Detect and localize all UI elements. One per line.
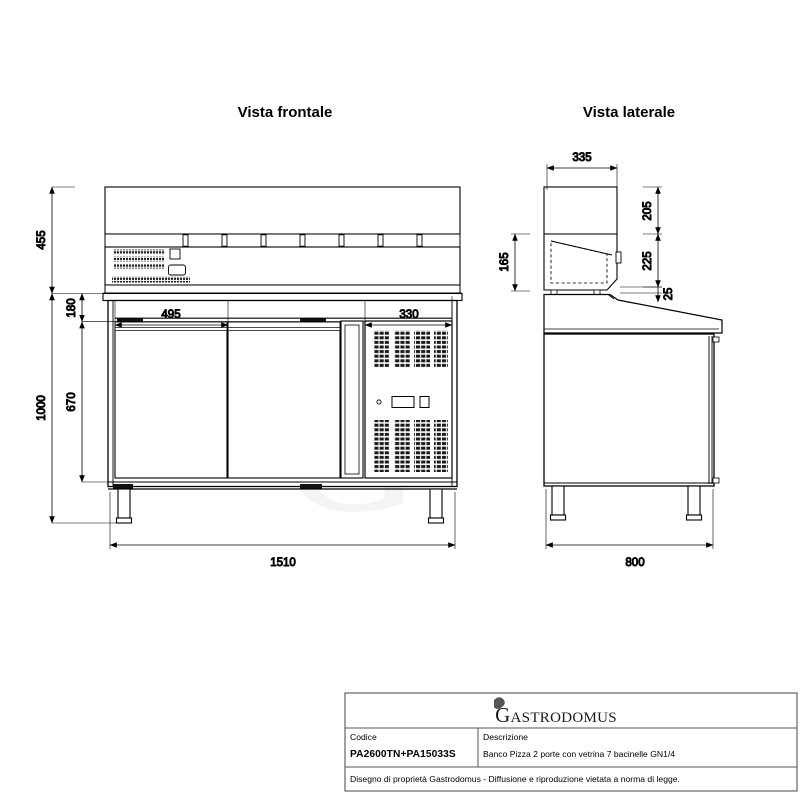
compressor-button-icon bbox=[419, 396, 430, 408]
brand-logo: GASTRODOMUS bbox=[494, 697, 617, 727]
compressor-display-icon bbox=[391, 396, 415, 408]
display-vent-grille bbox=[113, 249, 165, 269]
hinge-top-icon bbox=[712, 336, 720, 343]
brand-rest: ASTRODOMUS bbox=[511, 710, 617, 726]
compressor-vent-upper bbox=[374, 330, 448, 368]
compressor-vent-lower bbox=[374, 420, 448, 472]
dim-335: 335 bbox=[572, 152, 591, 164]
display-latch-icon bbox=[615, 251, 622, 264]
compressor-indicator-icon bbox=[376, 399, 382, 405]
dim-25: 25 bbox=[663, 288, 675, 301]
brand-initial: G bbox=[495, 703, 510, 727]
code-value: PA2600TN+PA15033S bbox=[350, 749, 456, 760]
code-label: Codice bbox=[350, 732, 377, 742]
side-view-title: Vista laterale bbox=[583, 104, 675, 121]
dim-1510: 1510 bbox=[270, 557, 296, 569]
pan-dividers bbox=[182, 234, 423, 247]
cabinet-body-side bbox=[543, 333, 720, 487]
cabinet-body-front bbox=[107, 299, 458, 490]
dim-205: 205 bbox=[642, 201, 654, 220]
door-left[interactable] bbox=[114, 318, 228, 479]
dim-225: 225 bbox=[642, 251, 654, 270]
counter-top-side bbox=[543, 293, 723, 334]
description-label: Descrizione bbox=[483, 732, 528, 742]
dim-180: 180 bbox=[66, 298, 78, 317]
front-legs bbox=[115, 488, 445, 524]
hinge-bottom-icon bbox=[712, 477, 720, 484]
front-view-dimensions: 455 180 1000 670 495 330 1510 bbox=[36, 186, 456, 570]
dim-1000: 1000 bbox=[36, 395, 48, 421]
counter-top-front bbox=[102, 292, 463, 302]
brand-mark-icon bbox=[494, 697, 505, 709]
title-block: GASTRODOMUS Codice PA2600TN+PA15033S Des… bbox=[344, 692, 798, 792]
door-right[interactable] bbox=[227, 318, 341, 479]
display-thermostat-icon bbox=[168, 264, 186, 276]
front-view-drawing bbox=[102, 186, 463, 524]
hidden-pan-profile bbox=[550, 240, 608, 284]
side-legs bbox=[549, 485, 703, 521]
dim-165: 165 bbox=[499, 252, 511, 271]
compressor-compartment bbox=[364, 320, 453, 479]
dim-800: 800 bbox=[625, 557, 644, 569]
side-filler-panel bbox=[340, 320, 364, 479]
display-switch-icon bbox=[169, 248, 181, 260]
dim-455: 455 bbox=[36, 230, 48, 249]
front-view-title: Vista frontale bbox=[238, 104, 333, 121]
display-case-front bbox=[104, 186, 461, 294]
display-bottom-vent bbox=[112, 276, 190, 283]
display-case-side bbox=[543, 186, 622, 295]
svg-text:GASTRODOMUS: GASTRODOMUS bbox=[495, 703, 617, 727]
footer-note: Disegno di proprietà Gastrodomus - Diffu… bbox=[350, 774, 680, 784]
description-value: Banco Pizza 2 porte con vetrina 7 bacine… bbox=[483, 749, 675, 759]
dim-670: 670 bbox=[66, 392, 78, 411]
side-view-drawing bbox=[543, 186, 723, 521]
dim-495: 495 bbox=[161, 309, 180, 321]
side-view-dimensions: 335 205 225 25 165 800 bbox=[499, 152, 714, 570]
dim-330: 330 bbox=[399, 309, 418, 321]
